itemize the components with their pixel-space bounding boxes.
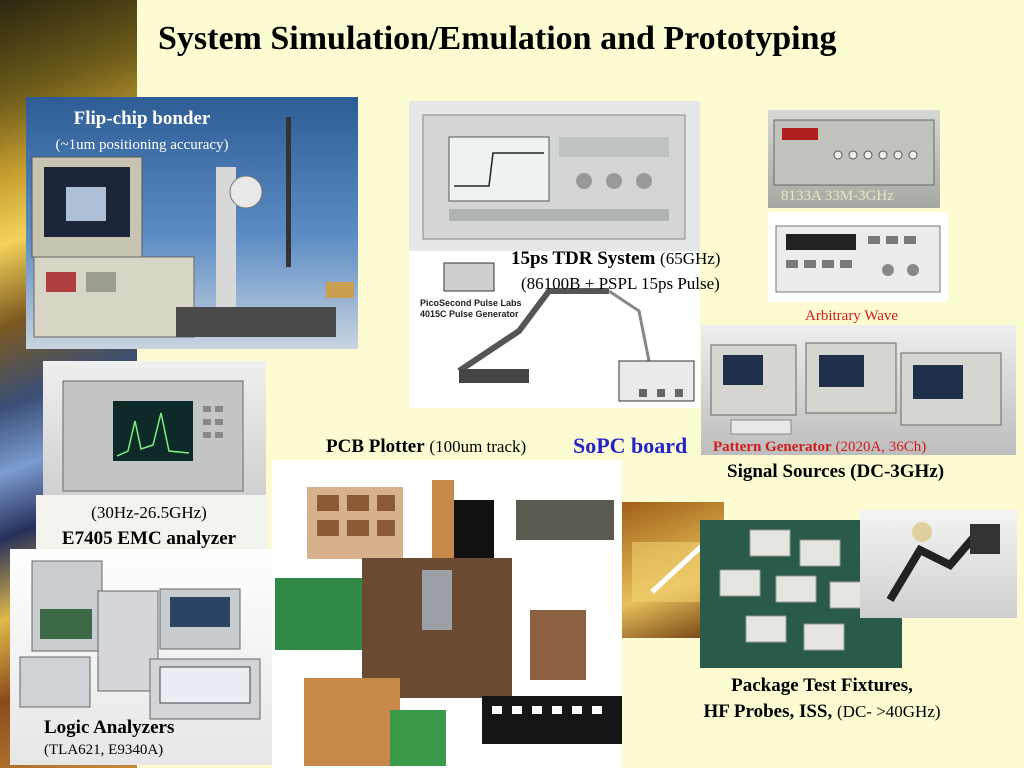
pcb-plotter-label: PCB Plotter (100um track) [326, 436, 526, 458]
signal-sources-label: Signal Sources (DC-3GHz) [727, 461, 945, 482]
emc-label-panel [36, 495, 268, 549]
tdr-name: 15ps TDR System [511, 248, 656, 269]
tdr-scope-image [409, 101, 700, 251]
probe-gold-illustration [632, 530, 719, 602]
hf-probes-label: HF Probes, ISS, (DC- >40GHz) [672, 701, 972, 723]
pulse-generator-line2: 4015C Pulse Generator [420, 309, 519, 319]
tdr-setup-image [409, 251, 700, 408]
flip-chip-label: Flip-chip bonder [73, 108, 211, 129]
pattern-generator-illustration [710, 342, 1002, 435]
hf-probes-detail: (DC- >40GHz) [837, 702, 941, 721]
logic-analyzers-image [10, 549, 272, 765]
generator-8133a-image [768, 110, 940, 208]
logic-analyzers-illustration [19, 560, 261, 720]
emc-analyzer-label: E7405 EMC analyzer [61, 528, 237, 549]
tdr-freq: (65GHz) [660, 249, 721, 268]
pattern-generator-label: Pattern Generator (2020A, 36Ch) [713, 439, 926, 456]
tdr-scope-illustration [422, 114, 686, 240]
tdr-label: 15ps TDR System (65GHz) [511, 248, 720, 270]
pcb-collage-illustration [275, 480, 622, 766]
emc-analyzer-illustration [62, 380, 244, 492]
emc-range: (30Hz-26.5GHz) [91, 503, 207, 522]
flip-chip-bonder-image [26, 97, 358, 349]
logic-analyzers-detail: (TLA621, E9340A) [44, 742, 164, 758]
pattern-generator-detail: (2020A, 36Ch) [835, 439, 927, 455]
arbitrary-wave-illustration [775, 225, 941, 293]
pattern-generator-image [701, 325, 1016, 455]
flip-chip-detail: (~1um positioning accuracy) [55, 137, 229, 153]
sopc-board-label: SoPC board [573, 433, 688, 458]
arbitrary-wave-label: Arbitrary Wave [805, 308, 899, 324]
arbitrary-wave-generator-image [768, 212, 948, 302]
pulse-generator-line1: PicoSecond Pulse Labs [420, 298, 522, 308]
emc-analyzer-image [43, 361, 266, 495]
hf-probe-image [860, 510, 1017, 618]
package-fixtures-label: Package Test Fixtures, [731, 675, 913, 696]
pattern-generator-name: Pattern Generator [713, 439, 832, 455]
tdr-setup-illustration [443, 262, 695, 402]
hf-probe-illustration [886, 522, 1000, 603]
generator-8133a-label: 8133A 33M-3GHz [781, 188, 894, 204]
pcb-plotter-detail: (100um track) [429, 437, 527, 456]
tdr-detail: (86100B + PSPL 15ps Pulse) [521, 274, 720, 293]
logic-analyzers-label: Logic Analyzers [44, 717, 175, 738]
hf-probes-name: HF Probes, ISS, [703, 701, 833, 722]
page-title: System Simulation/Emulation and Prototyp… [158, 20, 837, 57]
pcb-plotter-name: PCB Plotter [326, 436, 425, 457]
package-fixtures-illustration [719, 529, 871, 651]
generator-8133a-illustration [773, 119, 935, 186]
pcb-collage-image [272, 460, 622, 768]
flip-chip-bonder-illustration [31, 117, 354, 338]
